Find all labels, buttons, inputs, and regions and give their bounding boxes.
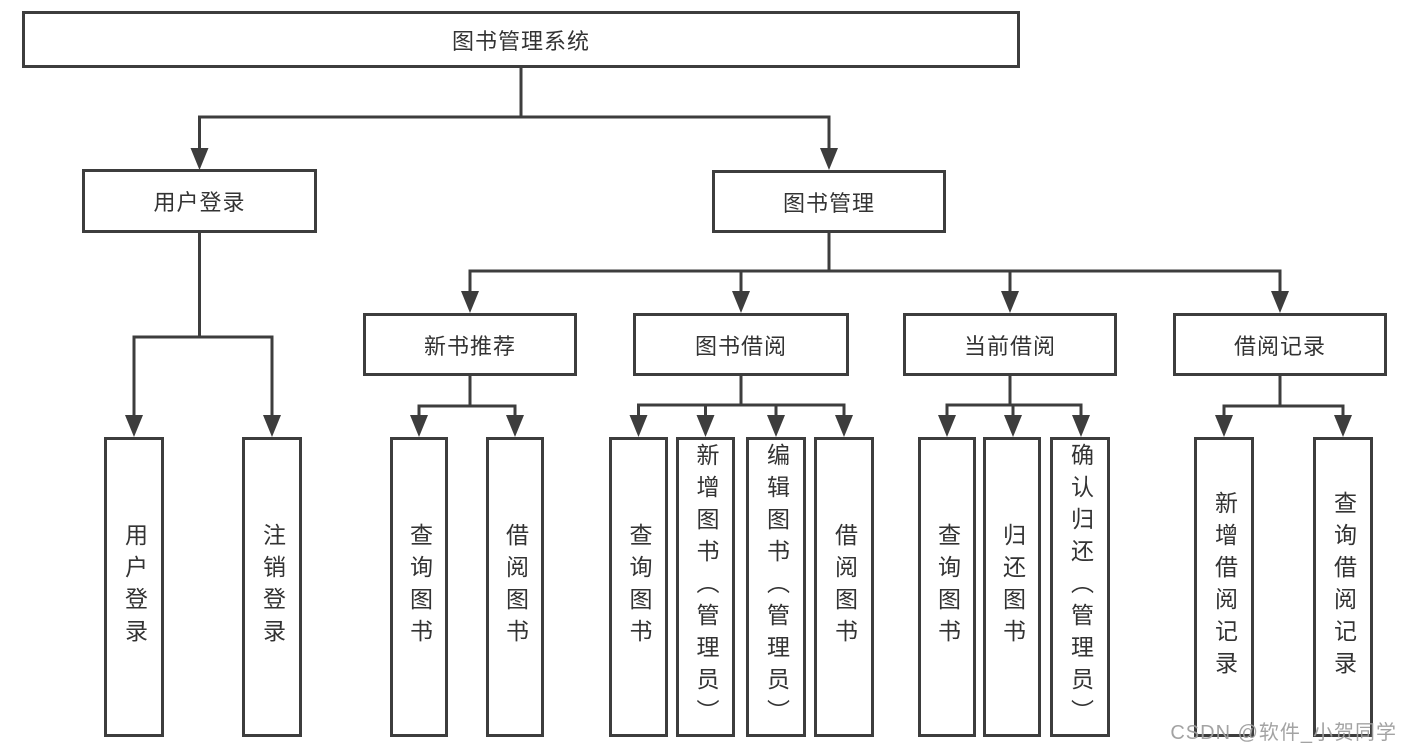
leaf-query-borrow-record: 查询借阅记录 <box>1313 437 1373 737</box>
node-label: 用户登录 <box>121 523 148 651</box>
node-label: 查询图书 <box>626 523 652 651</box>
node-label: 图书管理系统 <box>451 28 590 54</box>
node-label: 借阅记录 <box>1233 333 1326 359</box>
leaf-add-books-admin: 新增图书（管理员） <box>676 437 735 737</box>
node-label: 新书推荐 <box>423 333 516 359</box>
leaf-query-books: 查询图书 <box>609 437 668 737</box>
node-label: 归还图书 <box>999 523 1026 651</box>
leaf-confirm-return-admin: 确认归还（管理员） <box>1050 437 1110 737</box>
arrowheads <box>125 148 1352 437</box>
leaf-logout: 注销登录 <box>242 437 302 737</box>
node-label: 注销登录 <box>259 523 286 651</box>
leaf-borrow-books: 借阅图书 <box>814 437 874 737</box>
leaf-edit-books-admin: 编辑图书（管理员） <box>746 437 806 737</box>
node-user-login: 用户登录 <box>82 169 317 233</box>
node-label: 当前借阅 <box>963 333 1056 359</box>
leaf-add-borrow-record: 新增借阅记录 <box>1194 437 1254 737</box>
leaf-return-books: 归还图书 <box>983 437 1041 737</box>
node-label: 图书借阅 <box>694 333 787 359</box>
node-label: 用户登录 <box>153 190 246 215</box>
node-label: 新增借阅记录 <box>1211 491 1238 683</box>
node-new-book-recommend: 新书推荐 <box>363 313 577 376</box>
node-label: 图书管理 <box>782 190 875 216</box>
node-root-library-system: 图书管理系统 <box>22 11 1020 68</box>
node-label: 借阅图书 <box>831 523 858 651</box>
node-label: 查询借阅记录 <box>1330 491 1357 683</box>
csdn-watermark: CSDN @软件_小贺同学 <box>1170 722 1397 744</box>
node-borrow-records: 借阅记录 <box>1173 313 1387 376</box>
node-label: 新增图书（管理员） <box>693 443 719 731</box>
node-book-borrow: 图书借阅 <box>633 313 849 376</box>
node-book-management: 图书管理 <box>712 170 946 233</box>
leaf-user-login: 用户登录 <box>104 437 164 737</box>
node-label: 确认归还（管理员） <box>1067 443 1094 731</box>
node-current-borrow: 当前借阅 <box>903 313 1117 376</box>
node-label: 查询图书 <box>406 523 433 651</box>
node-label: 借阅图书 <box>502 523 529 651</box>
leaf-query-books-current: 查询图书 <box>918 437 976 737</box>
node-label: 查询图书 <box>934 523 961 651</box>
node-label: 编辑图书（管理员） <box>763 443 790 731</box>
leaf-query-books-recommend: 查询图书 <box>390 437 448 737</box>
leaf-borrow-books-recommend: 借阅图书 <box>486 437 544 737</box>
